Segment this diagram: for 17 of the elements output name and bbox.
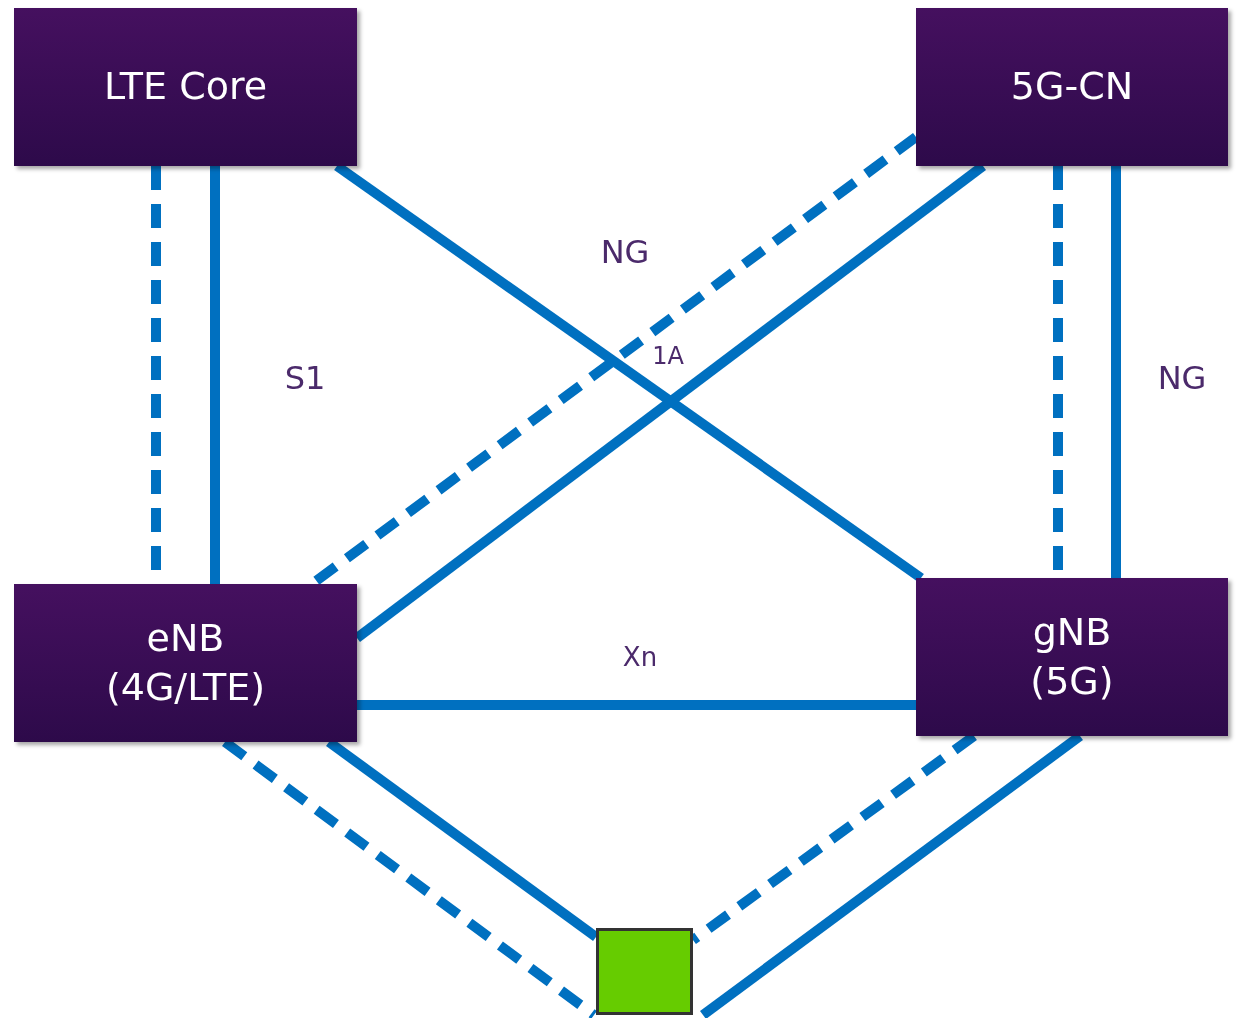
connector-line: [357, 700, 916, 710]
connector-line: [210, 166, 220, 584]
network-box: [916, 8, 1228, 166]
connector-line: [1111, 166, 1121, 578]
edge-label: NG: [1157, 359, 1207, 397]
square-box: [596, 928, 693, 1015]
network-box: [916, 578, 1228, 736]
node-label: 5G-CN: [1009, 63, 1135, 111]
edge-label: S1: [284, 359, 326, 397]
interface-label: 1A: [652, 342, 684, 370]
node-label: LTE Core: [102, 63, 269, 111]
edge-label: Xn: [622, 642, 658, 672]
node-label: gNB (5G): [1029, 608, 1115, 705]
node-label: eNB (4G/LTE): [104, 614, 267, 711]
network-box: [14, 8, 357, 166]
network-box: [14, 584, 357, 742]
interface-label: NG: [600, 233, 650, 271]
